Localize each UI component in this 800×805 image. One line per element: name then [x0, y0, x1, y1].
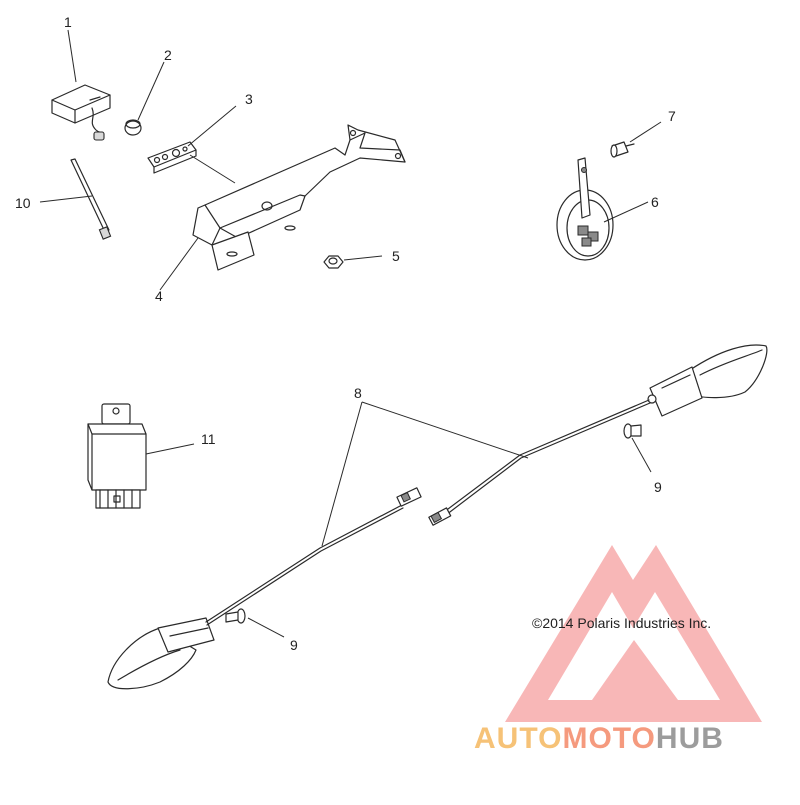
- callout-6: 6: [651, 194, 659, 210]
- turn-signal-right: [428, 344, 768, 526]
- spacer: [124, 119, 142, 136]
- watermark-text-moto: MOTO: [562, 722, 655, 755]
- callout-1: 1: [64, 14, 72, 30]
- callout-7: 7: [668, 108, 676, 124]
- callout-2: 2: [164, 47, 172, 63]
- watermark-logo-shape: [505, 545, 762, 722]
- callout-10: 10: [15, 195, 31, 211]
- callout-8: 8: [354, 385, 362, 401]
- flasher-relay: [87, 403, 147, 509]
- callout-numbers: 1 2 3 4 5 6 7 8 9 9 10 11: [15, 14, 676, 653]
- turn-signal-left: [107, 487, 422, 690]
- watermark-text-auto: AUTO: [474, 722, 562, 755]
- callout-4: 4: [155, 288, 163, 304]
- screw-lower: [225, 608, 246, 624]
- license-lamp: [51, 84, 111, 141]
- leader-lines: [39, 29, 662, 638]
- callout-3: 3: [245, 91, 253, 107]
- callout-11: 11: [201, 431, 216, 447]
- screw-upper: [623, 423, 642, 439]
- watermark-text-hub: HUB: [656, 722, 724, 755]
- callout-9-upper: 9: [654, 479, 662, 495]
- screw: [610, 141, 635, 158]
- mounting-plate: [147, 141, 197, 174]
- callout-9-lower: 9: [290, 637, 298, 653]
- callout-5: 5: [392, 248, 400, 264]
- copyright-notice: ©2014 Polaris Industries Inc.: [532, 615, 711, 631]
- watermark-logo: [505, 545, 762, 722]
- horn: [556, 157, 614, 261]
- watermark-text: AUTOMOTOHUB: [474, 722, 724, 755]
- license-bracket: [192, 124, 406, 271]
- flange-nut: [323, 255, 344, 269]
- cable-tie: [70, 158, 112, 240]
